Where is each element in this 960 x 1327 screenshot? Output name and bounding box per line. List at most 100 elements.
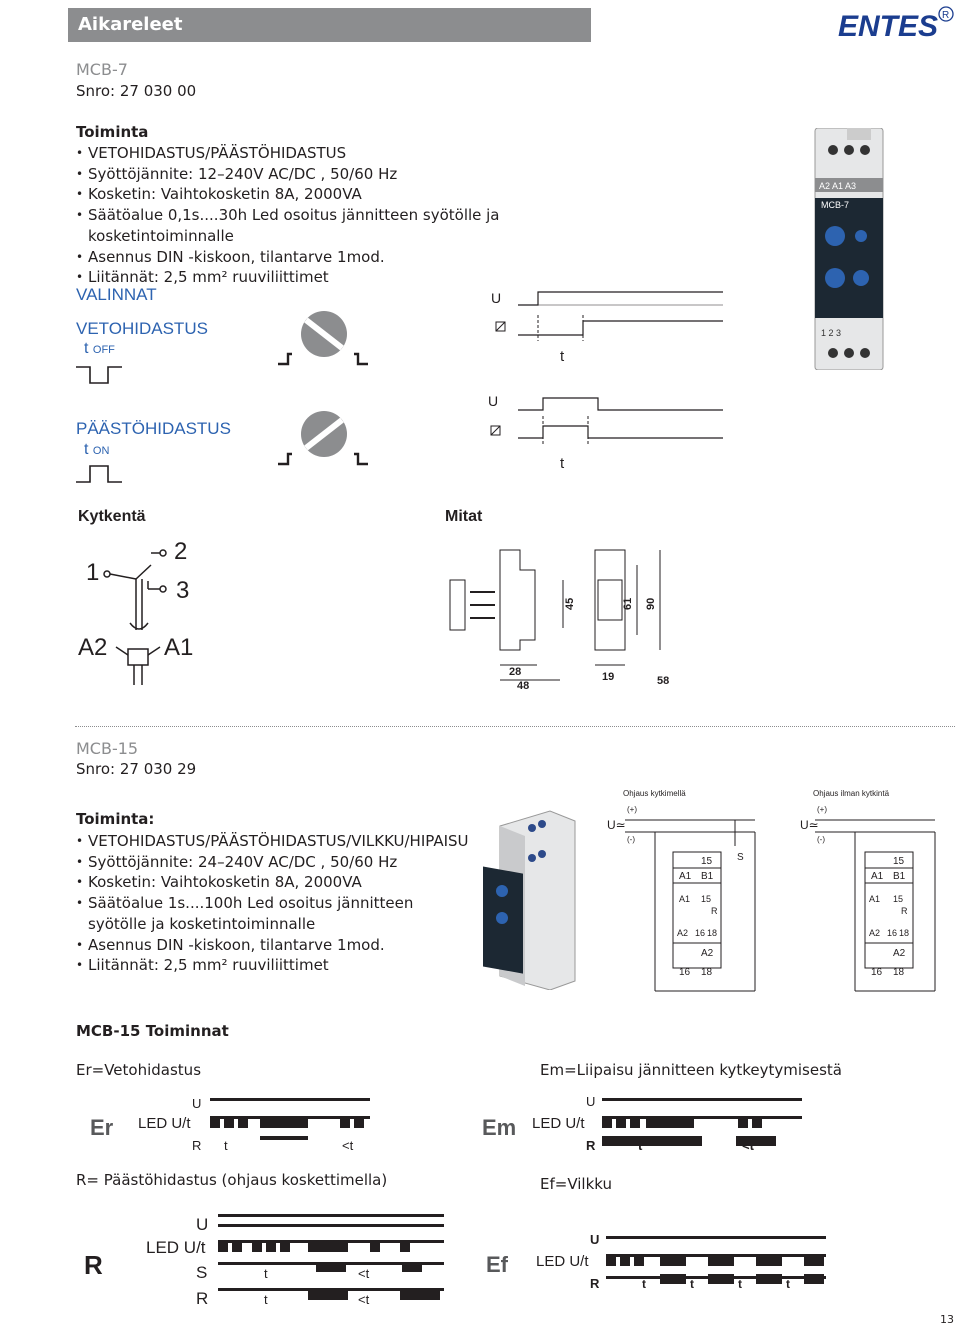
dim-58: 58 — [657, 675, 669, 687]
mcb15-name: MCB-15 — [76, 739, 139, 758]
er-led: LED U/t — [138, 1115, 191, 1132]
list-item: Säätöalue 0,1s....30h Led osoitus jännit… — [76, 205, 636, 246]
ef-timing-chart: Ef U LED U/t R t t t t — [486, 1232, 826, 1291]
mcb7-device-image: A2 A1 A3 MCB-7 1 2 3 — [814, 128, 884, 370]
term-a2-inner: A2 — [869, 928, 880, 938]
r-t2: t — [264, 1292, 268, 1307]
kytkenta-label: Kytkentä — [78, 508, 146, 525]
term-16-inner: 16 — [695, 928, 705, 938]
term-a1-inner: A1 — [679, 894, 690, 904]
u-ac-label: U≃ — [800, 818, 819, 832]
term-18-inner: 18 — [707, 928, 717, 938]
list-item: Asennus DIN -kiskoon, tilantarve 1mod. — [76, 247, 636, 268]
terminal-2: 2 — [174, 538, 187, 565]
term-16: 16 — [679, 967, 691, 978]
terminal-1: 1 — [86, 559, 99, 586]
chart-t: t — [560, 455, 565, 472]
list-item: Asennus DIN -kiskoon, tilantarve 1mod. — [76, 935, 476, 956]
toff-t: t — [84, 340, 89, 357]
paasto-timing-chart: U t — [488, 393, 723, 472]
em-r: R — [586, 1138, 596, 1153]
terminal-3: 3 — [176, 577, 189, 604]
veto-knob-icon — [278, 311, 368, 366]
term-a1-inner: A1 — [869, 894, 880, 904]
r-t1: t — [264, 1266, 268, 1281]
term-a2: A2 — [893, 948, 906, 959]
mcb15-wiring-with-switch: Ohjaus kytkimellä (+) U≃ (-) S 15 A1 B1 … — [607, 789, 756, 992]
ton-pulse-icon — [76, 465, 122, 483]
term-a1: A1 — [871, 871, 884, 882]
ef-t4: t — [786, 1277, 790, 1291]
without-switch-label: Ohjaus ilman kytkintä — [813, 789, 890, 798]
er-lt: <t — [342, 1138, 354, 1153]
mcb15-func-title: Toiminta: — [76, 810, 155, 828]
term-a2: A2 — [701, 948, 714, 959]
paasto-label: PÄÄSTÖHIDASTUS — [76, 419, 231, 438]
ef-t2: t — [690, 1277, 694, 1291]
toff-pulse-icon — [76, 366, 122, 384]
toff-label: t OFF — [84, 340, 115, 358]
mcb15-feature-list: VETOHIDASTUS/PÄÄSTÖHIDASTUS/VILKKU/HIPAI… — [76, 831, 476, 976]
list-item: Syöttöjännite: 24–240V AC/DC , 50/60 Hz — [76, 852, 476, 873]
term-16: 16 — [871, 967, 883, 978]
er-title: Er=Vetohidastus — [76, 1061, 202, 1079]
terminal-a1: A1 — [164, 634, 193, 661]
list-item: Kosketin: Vaihtokosketin 8A, 2000VA — [76, 872, 476, 893]
terminal-a2: A2 — [78, 634, 107, 661]
minus-label: (-) — [817, 835, 825, 844]
em-u: U — [586, 1094, 595, 1109]
ton-t: t — [84, 441, 89, 458]
entes-logo: ENTES R — [838, 6, 954, 43]
list-item: VETOHIDASTUS/PÄÄSTÖHIDASTUS/VILKKU/HIPAI… — [76, 831, 476, 852]
term-18: 18 — [701, 967, 713, 978]
term-18-inner: 18 — [899, 928, 909, 938]
paasto-knob-icon — [278, 411, 368, 466]
mcb7-feature-list: VETOHIDASTUS/PÄÄSTÖHIDASTUS Syöttöjännit… — [76, 143, 636, 288]
er-timing-chart: Er U LED U/t R t <t — [90, 1096, 370, 1153]
er-code: Er — [90, 1115, 114, 1140]
ef-t1: t — [642, 1277, 646, 1291]
em-code: Em — [482, 1115, 516, 1140]
mcb15-snro: Snro: 27 030 29 — [76, 760, 197, 778]
r-lt1: <t — [358, 1266, 370, 1281]
switch-s-label: S — [737, 852, 744, 863]
mcb7-dimensions-diagram: 28 48 45 19 61 90 58 — [449, 549, 669, 690]
mitat-label: Mitat — [445, 508, 483, 525]
term-a2-inner: A2 — [677, 928, 688, 938]
er-r: R — [192, 1138, 201, 1153]
r-u: U — [196, 1215, 208, 1234]
ef-t3: t — [738, 1277, 742, 1291]
term-15: 15 — [701, 856, 713, 867]
r-code: R — [84, 1250, 103, 1280]
term-r: R — [711, 906, 718, 916]
list-item: Liitännät: 2,5 mm² ruuviliittimet — [76, 955, 476, 976]
section-divider — [75, 726, 955, 727]
list-item: VETOHIDASTUS/PÄÄSTÖHIDASTUS — [76, 143, 636, 164]
mcb7-func-title: Toiminta — [76, 123, 149, 141]
toff-sub: OFF — [92, 344, 115, 356]
ef-title: Ef=Vilkku — [540, 1175, 613, 1193]
term-b1: B1 — [893, 871, 906, 882]
mcb15-device-image — [483, 810, 576, 990]
svg-text:R: R — [942, 10, 949, 21]
mcb7-wiring-diagram: 1 2 3 A2 A1 — [78, 538, 193, 685]
ef-led: LED U/t — [536, 1253, 589, 1270]
device-bottom-terminals: 1 2 3 — [821, 328, 841, 338]
list-item: Kosketin: Vaihtokosketin 8A, 2000VA — [76, 184, 636, 205]
term-r: R — [901, 906, 908, 916]
device-top-terminals: A2 A1 A3 — [819, 181, 856, 191]
er-u: U — [192, 1096, 201, 1111]
r-r: R — [196, 1289, 208, 1308]
ef-r: R — [590, 1276, 600, 1291]
r-timing-chart: R U LED U/t S R t <t t <t — [84, 1214, 444, 1308]
r-title: R= Päästöhidastus (ohjaus koskettimella) — [76, 1171, 388, 1189]
ton-sub: ON — [92, 445, 110, 457]
mcb7-name: MCB-7 — [76, 60, 128, 79]
plus-label: (+) — [627, 805, 637, 814]
r-lt2: <t — [358, 1292, 370, 1307]
term-15-inner: 15 — [893, 894, 903, 904]
device-label: MCB-7 — [821, 200, 849, 210]
veto-label: VETOHIDASTUS — [76, 319, 208, 338]
chart-u: U — [491, 290, 501, 306]
minus-label: (-) — [627, 835, 635, 844]
